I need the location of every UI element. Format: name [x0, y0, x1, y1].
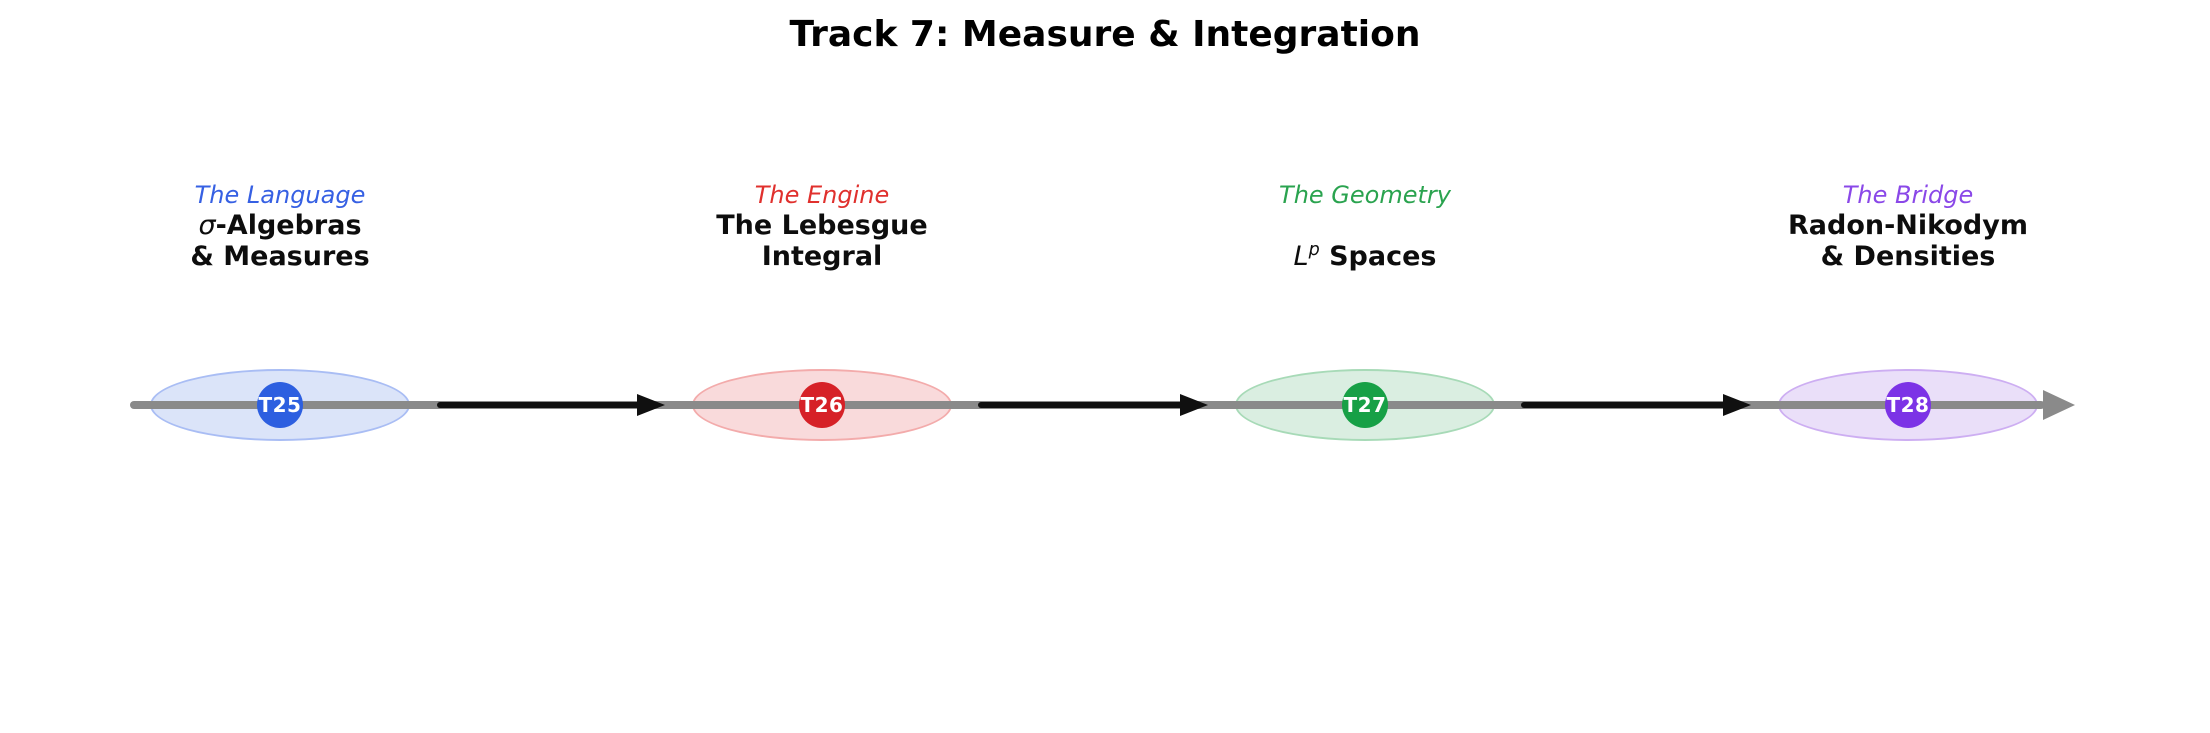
station-labels-t28: The Bridge Radon-Nikodym & Densities: [1678, 180, 2138, 272]
station-subtitle: The Engine: [754, 181, 890, 209]
station-node-t26: T26: [799, 382, 845, 428]
station-name: The Lebesgue Integral: [716, 210, 928, 272]
timeline-arrowhead-icon: [2043, 390, 2075, 420]
station-node-t28: T28: [1885, 382, 1931, 428]
station-name: Radon-Nikodym & Densities: [1787, 210, 2028, 272]
station-node-t27: T27: [1342, 382, 1388, 428]
station-name: Lp Spaces: [1293, 240, 1437, 272]
station-node-t25: T25: [257, 382, 303, 428]
connector-arrowhead-3-icon: [1723, 394, 1751, 416]
connector-arrow-3: [1521, 402, 1727, 408]
station-labels-t27: The Geometry Lp Spaces: [1135, 180, 1595, 272]
connector-arrowhead-1-icon: [637, 394, 665, 416]
station-labels-t26: The Engine The Lebesgue Integral: [592, 180, 1052, 272]
station-subtitle: The Language: [194, 181, 366, 209]
station-name: σ-Algebras & Measures: [190, 210, 370, 272]
connector-arrow-2: [978, 402, 1184, 408]
station-subtitle: The Bridge: [1842, 181, 1974, 209]
connector-arrowhead-2-icon: [1180, 394, 1208, 416]
station-subtitle: The Geometry: [1279, 181, 1451, 209]
connector-arrow-1: [437, 402, 641, 408]
station-labels-t25: The Language σ-Algebras & Measures: [50, 180, 510, 272]
page-title: Track 7: Measure & Integration: [789, 14, 1421, 55]
